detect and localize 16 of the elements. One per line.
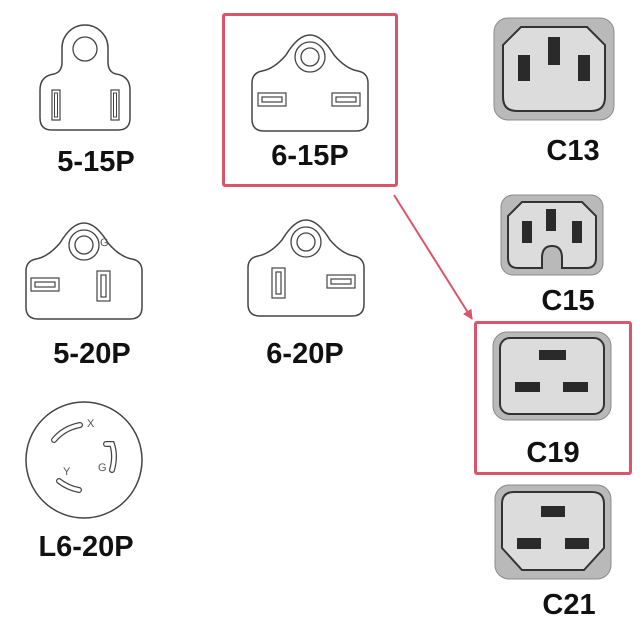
highlight-frame: [474, 321, 632, 475]
plug-label: C21: [541, 588, 597, 622]
plug-label: C15: [540, 284, 596, 318]
plug-label: 5-15P: [56, 145, 136, 179]
pin-letter: G: [100, 237, 109, 249]
highlight-frame: [222, 13, 398, 187]
plug-label: C13: [545, 134, 601, 168]
plug-label: 5-20P: [52, 337, 132, 371]
arrow: [393, 194, 473, 320]
pin-letter: G: [98, 462, 107, 474]
plug-label: L6-20P: [37, 530, 135, 564]
plug-label: 6-15P: [270, 139, 350, 173]
plug-label: C19: [525, 436, 581, 470]
plug-label: 6-20P: [265, 337, 345, 371]
pin-letter: X: [87, 418, 94, 430]
pin-letter: Y: [63, 466, 70, 478]
